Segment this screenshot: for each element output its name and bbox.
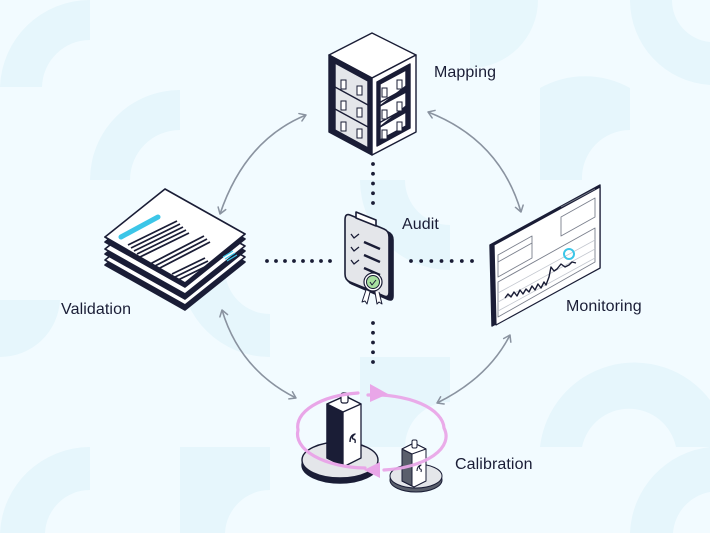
- dots-audit-validation: [265, 259, 332, 263]
- dot: [470, 259, 474, 263]
- dot: [371, 330, 375, 335]
- dot: [419, 259, 424, 263]
- dot: [459, 259, 464, 263]
- bg-arc: [629, 0, 710, 85]
- bg-arc: [0, 300, 60, 358]
- dot: [371, 201, 375, 205]
- dot: [371, 162, 375, 166]
- dot: [449, 259, 454, 263]
- bg-arc: [470, 0, 538, 68]
- node-label-mapping: Mapping: [434, 64, 497, 81]
- dots-audit-monitoring: [409, 259, 474, 263]
- dot: [409, 259, 413, 263]
- node-label-calibration: Calibration: [455, 456, 533, 473]
- bg-arc: [540, 76, 630, 180]
- dot: [274, 259, 278, 263]
- dot: [328, 259, 332, 263]
- arrow-validation-mapping: [217, 112, 307, 215]
- dot: [371, 360, 375, 364]
- dot: [310, 259, 314, 263]
- dot: [301, 259, 305, 263]
- center-label-audit: Audit: [402, 216, 439, 233]
- bg-arc: [630, 447, 710, 533]
- dot: [371, 191, 375, 196]
- arrow-monitoring-calibration: [436, 334, 512, 405]
- bg-arc: [540, 362, 710, 447]
- dots-audit-calibration: [371, 321, 375, 364]
- node-label-validation: Validation: [61, 301, 132, 318]
- dotted-lines: [265, 162, 474, 364]
- node-label-monitoring: Monitoring: [566, 298, 642, 315]
- arrow-mapping-monitoring: [427, 109, 524, 213]
- dot: [371, 171, 375, 176]
- bg-arc: [360, 357, 450, 447]
- dot: [371, 350, 375, 355]
- dot: [371, 181, 375, 186]
- dot: [371, 321, 375, 325]
- arrow-calibration-validation: [219, 309, 297, 400]
- dot: [292, 259, 296, 263]
- dot: [439, 259, 444, 263]
- bg-arc: [0, 446, 90, 533]
- bg-arc: [0, 0, 90, 87]
- dot: [319, 259, 323, 263]
- bg-arc: [180, 447, 270, 533]
- dot: [283, 259, 287, 263]
- bg-arc: [90, 90, 180, 180]
- dot: [265, 259, 269, 263]
- dot: [429, 259, 434, 263]
- bg-arc: [360, 180, 450, 270]
- dot: [371, 340, 375, 345]
- dots-audit-mapping: [371, 162, 375, 205]
